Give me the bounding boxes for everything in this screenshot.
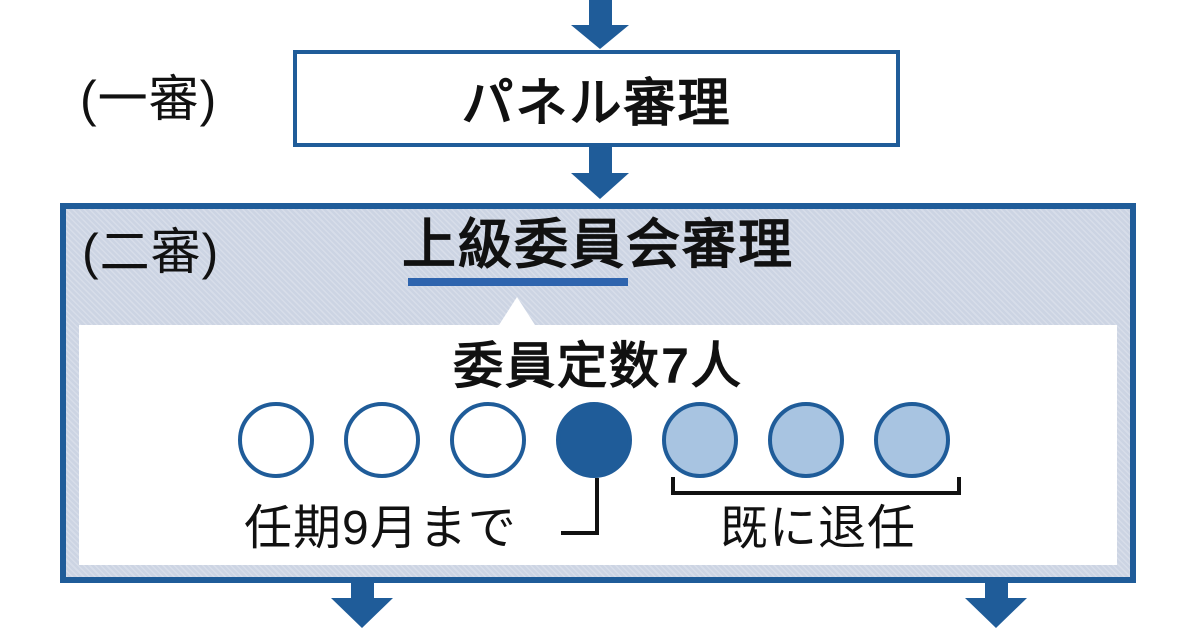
retired-bracket-right-tick xyxy=(957,477,961,495)
stage2-label: (二審) xyxy=(82,224,220,280)
seat-circle-serving xyxy=(556,402,632,478)
committee-panel: 委員定数7人 任期9月まで 既に退任 xyxy=(79,325,1117,565)
arrow-shaft xyxy=(588,0,612,25)
seat-circle-retired xyxy=(874,402,950,478)
committee-title: 委員定数7人 xyxy=(453,338,743,394)
flow-down-arrow-bottom-right-icon xyxy=(965,583,1027,628)
serving-connector-vertical xyxy=(595,478,599,535)
arrow-head xyxy=(331,598,393,628)
seat-circle-vacant xyxy=(450,402,526,478)
arrow-shaft xyxy=(984,583,1008,598)
retired-note: 既に退任 xyxy=(719,502,916,555)
seat-circle-vacant xyxy=(344,402,420,478)
seat-row xyxy=(238,402,950,478)
pointer-notch-icon xyxy=(499,297,535,325)
seat-circle-retired xyxy=(768,402,844,478)
stage1-title: パネル審理 xyxy=(461,75,732,133)
stage1-label: (一審) xyxy=(80,71,218,127)
retired-bracket xyxy=(671,491,961,495)
title-underline xyxy=(408,278,628,286)
arrow-head xyxy=(571,173,629,199)
retired-bracket-left-tick xyxy=(671,477,675,495)
stage1-panel-review-box: パネル審理 xyxy=(293,50,900,147)
flow-down-arrow-middle-icon xyxy=(571,146,629,199)
seat-circle-retired xyxy=(662,402,738,478)
arrow-shaft xyxy=(588,146,612,173)
arrow-shaft xyxy=(350,583,374,598)
flow-down-arrow-top-icon xyxy=(571,0,629,49)
serving-connector-horizontal xyxy=(561,531,599,535)
flow-down-arrow-bottom-left-icon xyxy=(331,583,393,628)
arrow-head xyxy=(965,598,1027,628)
seat-circle-vacant xyxy=(238,402,314,478)
arrow-head xyxy=(571,25,629,49)
stage2-appellate-box: (二審) 上級委員会審理 委員定数7人 任期9月まで 既に退任 xyxy=(60,203,1136,583)
stage2-title: 上級委員会審理 xyxy=(402,215,794,275)
serving-note: 任期9月まで xyxy=(244,502,517,555)
